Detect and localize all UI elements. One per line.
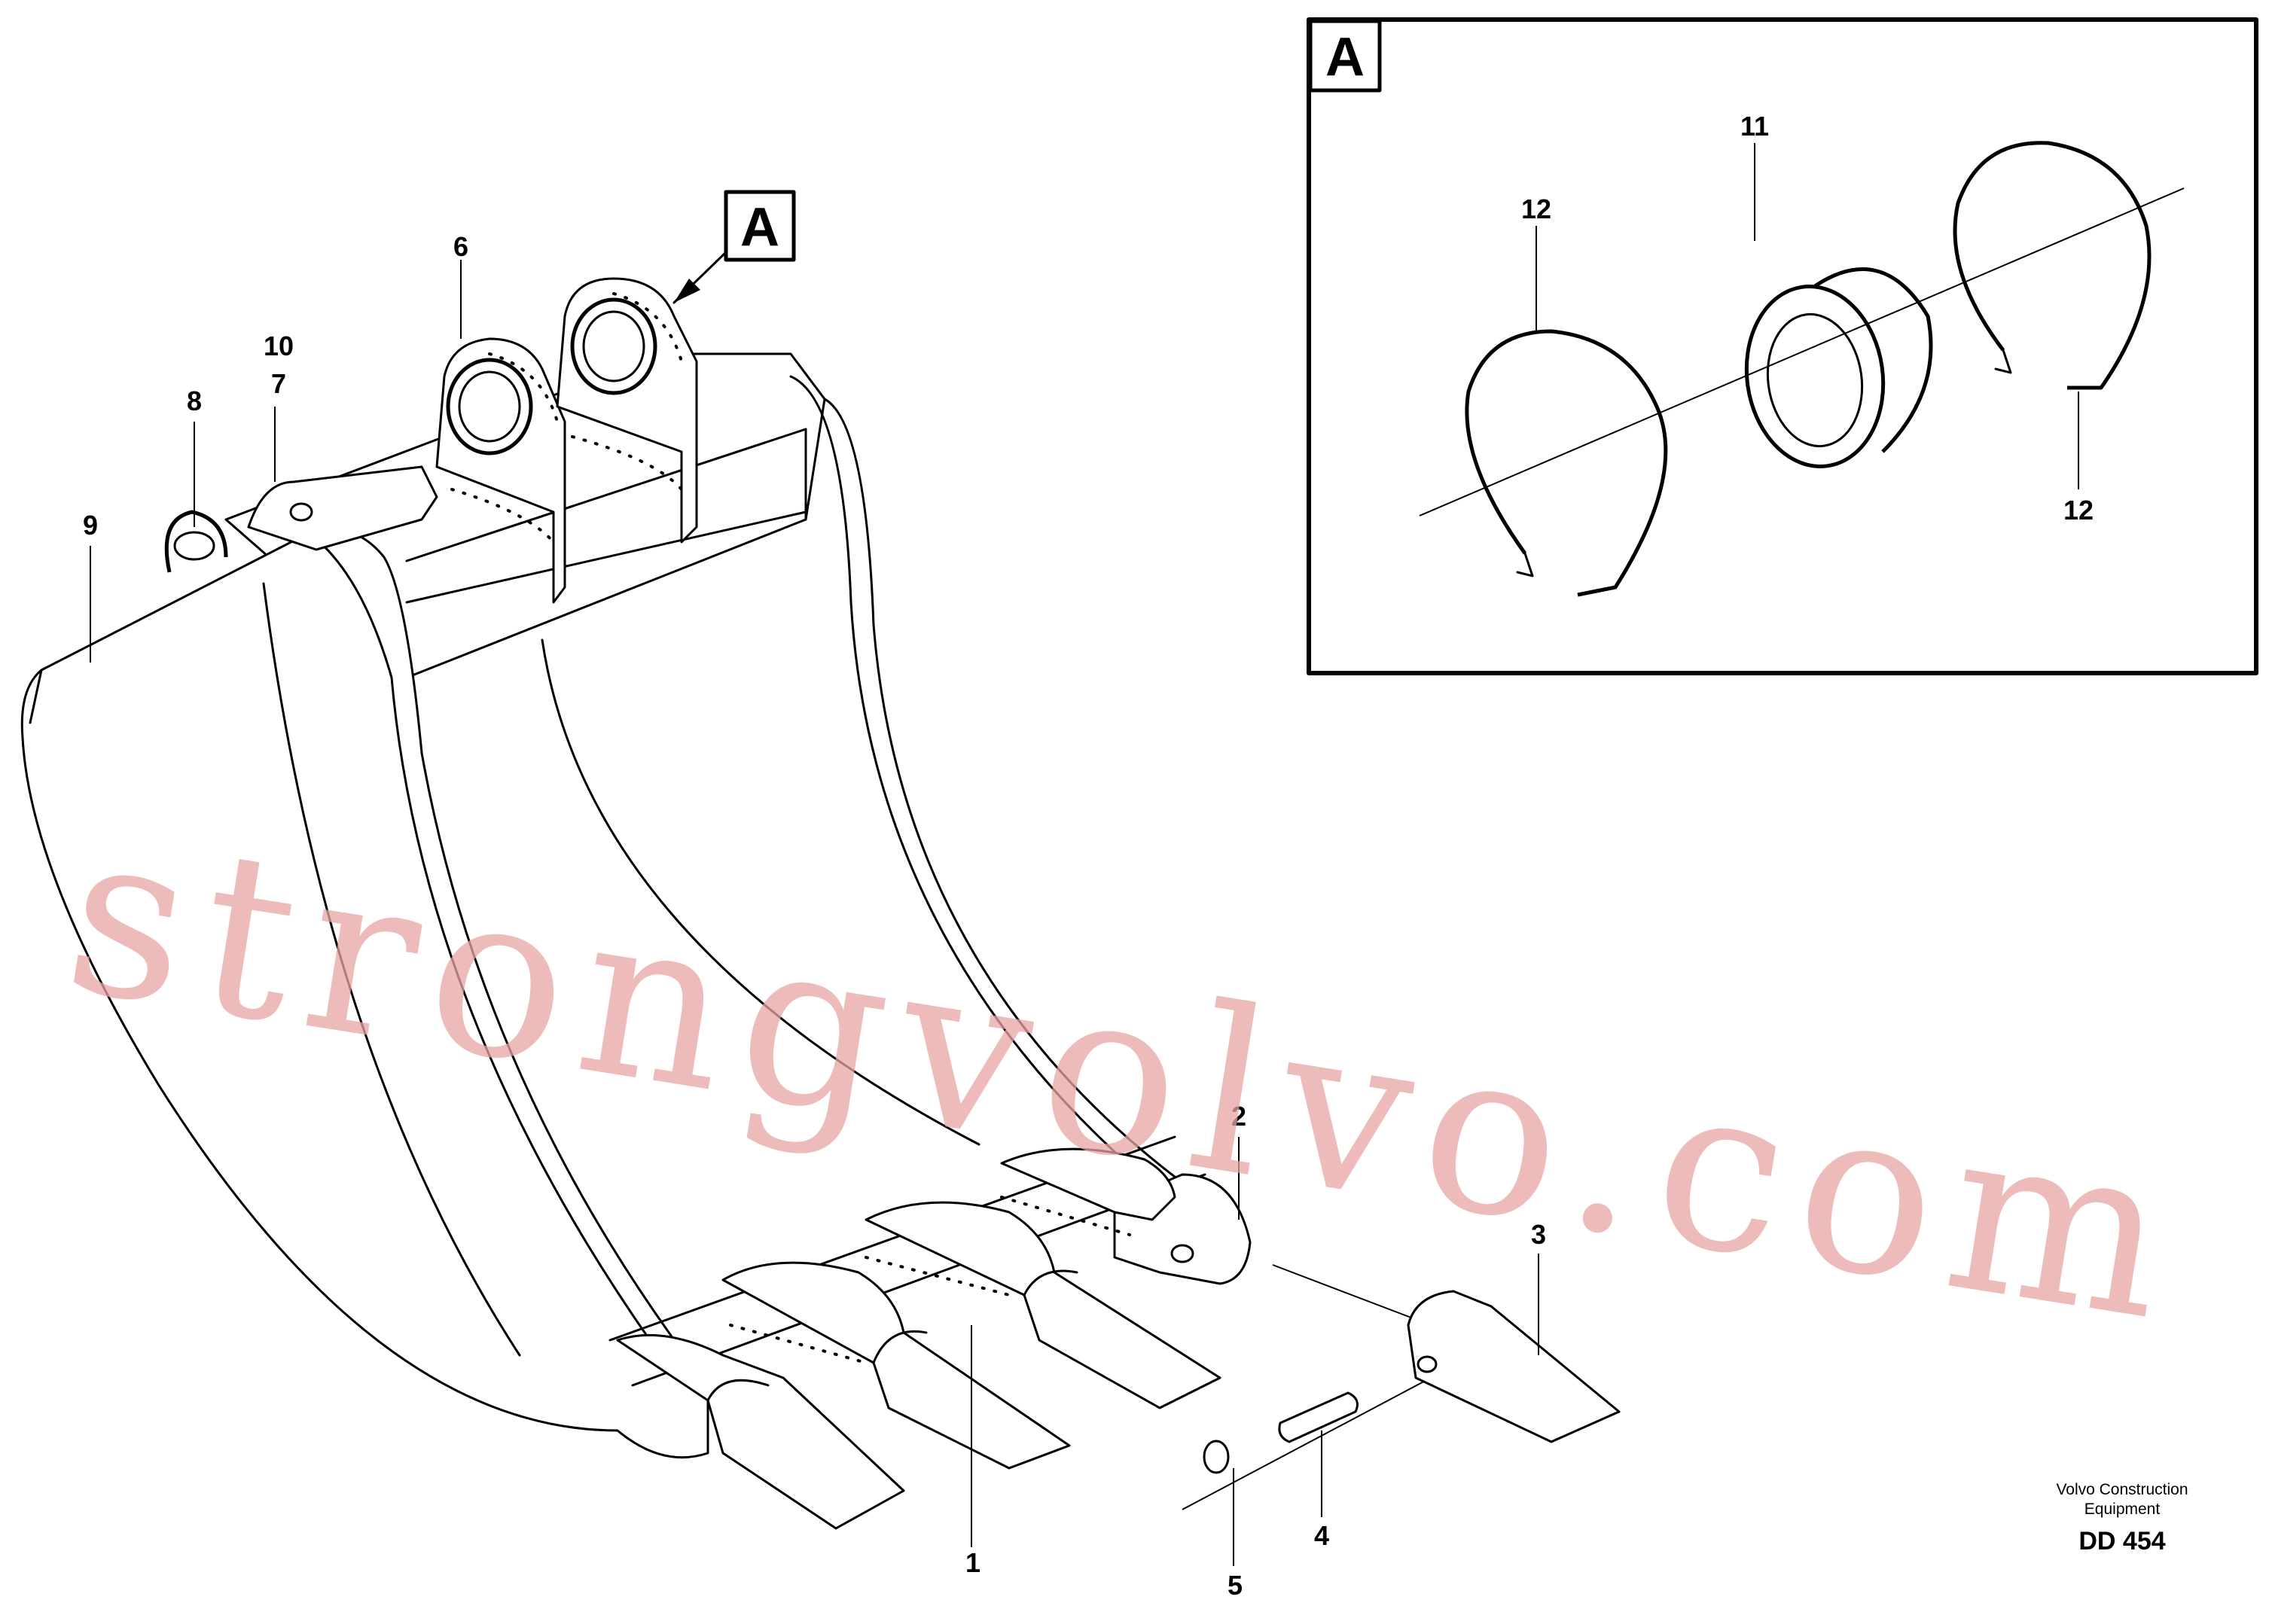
callout-3: 3 bbox=[1531, 1219, 1546, 1250]
tooth-parts bbox=[1182, 1264, 1621, 1510]
callout-6: 6 bbox=[453, 231, 468, 262]
snap-ring-left bbox=[1465, 329, 1668, 597]
lock-washer bbox=[1203, 1440, 1230, 1474]
callout-12-left: 12 bbox=[1521, 193, 1551, 224]
bucket-teeth bbox=[616, 1147, 1221, 1530]
leader-lines bbox=[90, 260, 1539, 1566]
tooth-point bbox=[1407, 1290, 1621, 1443]
callout-7: 7 bbox=[271, 368, 286, 399]
callout-4: 4 bbox=[1314, 1520, 1329, 1551]
brand-line-2: Equipment bbox=[2084, 1501, 2161, 1518]
detail-frame-label: A bbox=[1325, 27, 1365, 87]
detail-marker-label: A bbox=[740, 197, 779, 257]
footer: Volvo Construction Equipment DD 454 bbox=[2056, 1481, 2188, 1555]
callout-9: 9 bbox=[83, 510, 98, 541]
snap-ring-right bbox=[1953, 141, 2152, 390]
callout-2: 2 bbox=[1231, 1101, 1246, 1132]
callout-11: 11 bbox=[1740, 111, 1769, 142]
retaining-pin bbox=[1278, 1391, 1359, 1443]
callout-1: 1 bbox=[965, 1547, 980, 1578]
callout-numbers: 6 10 7 8 9 1 2 3 4 5 bbox=[83, 231, 1546, 1601]
callout-8: 8 bbox=[187, 385, 202, 416]
hinge-ears bbox=[435, 277, 698, 604]
spherical-bearing bbox=[1744, 267, 1933, 468]
callout-12-right: 12 bbox=[2063, 495, 2094, 526]
figure-id: DD 454 bbox=[2078, 1527, 2165, 1555]
bucket-left-side-plate bbox=[20, 528, 709, 1459]
lifting-eye bbox=[164, 465, 438, 573]
callout-5: 5 bbox=[1228, 1570, 1243, 1601]
callout-10: 10 bbox=[264, 331, 294, 361]
bucket-drawing bbox=[20, 277, 1252, 1530]
detail-marker-a: A bbox=[672, 190, 796, 304]
detail-frame-a: A 12 11 12 bbox=[1307, 17, 2258, 675]
brand-line-1: Volvo Construction bbox=[2056, 1481, 2188, 1498]
